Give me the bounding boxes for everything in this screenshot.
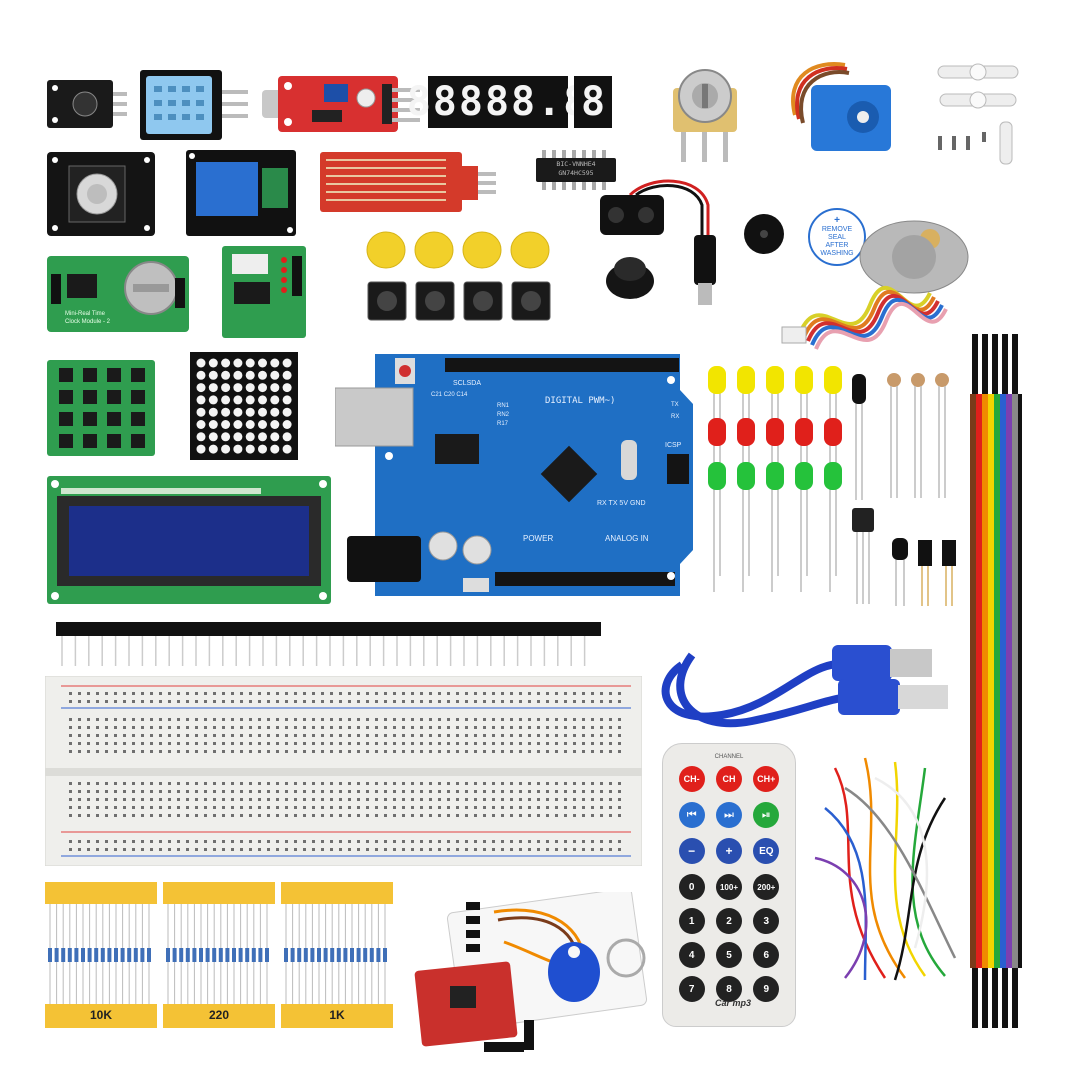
rtc-label-line2: Clock Module - 2 [65, 319, 111, 325]
seven-segment-digits: 88888.8 [406, 79, 590, 125]
servo-horns-and-screws [930, 60, 1030, 170]
remote-button-eq[interactable]: EQ [753, 838, 780, 864]
remote-button-0[interactable]: 0 [678, 874, 705, 900]
usb-cable [652, 625, 952, 735]
servo-motor [785, 55, 905, 155]
battery-clip-9v [590, 165, 730, 310]
driver-board-module [222, 246, 306, 338]
board-label-power: POWER [523, 534, 554, 543]
rfid-kit [414, 892, 654, 1060]
ir-remote: CHANNEL CH- CH CH+ ⏮ ⏭ ⏯ − + EQ 0 100+ 2… [662, 743, 796, 1027]
remote-button-2[interactable]: 2 [715, 908, 742, 934]
seven-segment-display-1-digit: 8 [574, 76, 612, 128]
seal-line2: SEAL [828, 234, 846, 241]
board-label-analog: ANALOG IN [605, 534, 649, 543]
resistor-bag-label-220: 220 [208, 1008, 230, 1022]
resistor-bags: 10K 220 1K [45, 882, 393, 1028]
remote-button-9[interactable]: 9 [753, 976, 780, 1002]
seal-plus-symbol: + [834, 215, 840, 226]
buzzer [744, 208, 784, 262]
lcd-1602-module [47, 476, 331, 604]
seal-line1: REMOVE [821, 226, 853, 233]
board-label-rx: RX [671, 414, 680, 420]
resistor-bag-label-10k: 10K [89, 1008, 112, 1022]
board-label-digital: DIGITAL PWM~) [545, 396, 616, 406]
pin-header-strip [56, 620, 601, 668]
remote-button-200-plus[interactable]: 200+ [753, 874, 780, 900]
remote-button-7[interactable]: 7 [678, 976, 705, 1002]
jumper-wire-bundle [805, 748, 965, 988]
board-label-rx-tx: RX TX 5V GND [597, 500, 646, 507]
resistor-bag-label-1k: 1K [329, 1008, 345, 1022]
microcontroller-board: DIGITAL PWM~) SCLSDA ICSP RX TX 5V GND P… [335, 350, 695, 600]
remove-seal-sticker: + REMOVE SEAL AFTER WASHING [808, 208, 866, 266]
remote-brand-logo: Car mp3 [714, 998, 751, 1008]
seal-line4: WASHING [820, 250, 854, 257]
remote-button-1[interactable]: 1 [678, 908, 705, 934]
photo-sensor-module [47, 78, 127, 130]
seal-line3: AFTER [825, 242, 849, 249]
board-label-icsp: ICSP [665, 442, 682, 449]
remote-button-6[interactable]: 6 [753, 942, 780, 968]
remote-button-ch-plus[interactable]: CH+ [753, 766, 780, 792]
remote-channel-label: CHANNEL [714, 754, 744, 760]
remote-button-prev[interactable]: ⏮ [678, 802, 705, 828]
board-label-tx: TX [671, 402, 679, 408]
remote-button-vol-minus[interactable]: − [678, 838, 705, 864]
seven-segment-display-4-digit: 88888.8 [407, 76, 587, 128]
potentiometer [665, 66, 745, 164]
remote-button-3[interactable]: 3 [753, 908, 780, 934]
remote-button-next[interactable]: ⏭ [715, 802, 742, 828]
breadboard [45, 676, 642, 866]
led-array [700, 362, 850, 597]
joystick-module [47, 152, 155, 236]
chip-marking-line1: BIC-VNNHE4 [556, 160, 596, 168]
remote-button-100-plus[interactable]: 100+ [715, 874, 742, 900]
chip-marking-line2: GN74HC595 [558, 169, 594, 177]
remote-button-play-pause[interactable]: ⏯ [753, 802, 780, 828]
remote-button-vol-plus[interactable]: + [715, 838, 742, 864]
remote-button-4[interactable]: 4 [678, 942, 705, 968]
rainbow-jumper-wires [966, 334, 1022, 1028]
dot-matrix-8x8 [190, 352, 298, 460]
rtc-clock-module: Mini-Real Time Clock Module - 2 [47, 256, 189, 332]
remote-button-ch[interactable]: CH [715, 766, 742, 792]
remote-button-ch-minus[interactable]: CH- [678, 766, 705, 792]
button-caps [364, 230, 554, 270]
board-label-scl-sda: SCLSDA [453, 380, 482, 387]
remote-button-5[interactable]: 5 [715, 942, 742, 968]
keypad-4x4 [47, 360, 155, 456]
sensors-and-transistors [848, 370, 960, 610]
remote-button-8[interactable]: 8 [715, 976, 742, 1002]
water-level-sensor [320, 152, 496, 214]
tactile-buttons [364, 278, 554, 324]
stepper-motor [780, 215, 980, 355]
relay-module [186, 150, 296, 236]
shift-register-chip: BIC-VNNHE4 GN74HC595 [536, 150, 616, 190]
rtc-label-line1: Mini-Real Time [65, 311, 106, 317]
board-label-caps: C21 C20 C14 [431, 392, 468, 398]
sound-sensor-module [262, 76, 422, 134]
dht11-sensor-module [140, 70, 250, 140]
